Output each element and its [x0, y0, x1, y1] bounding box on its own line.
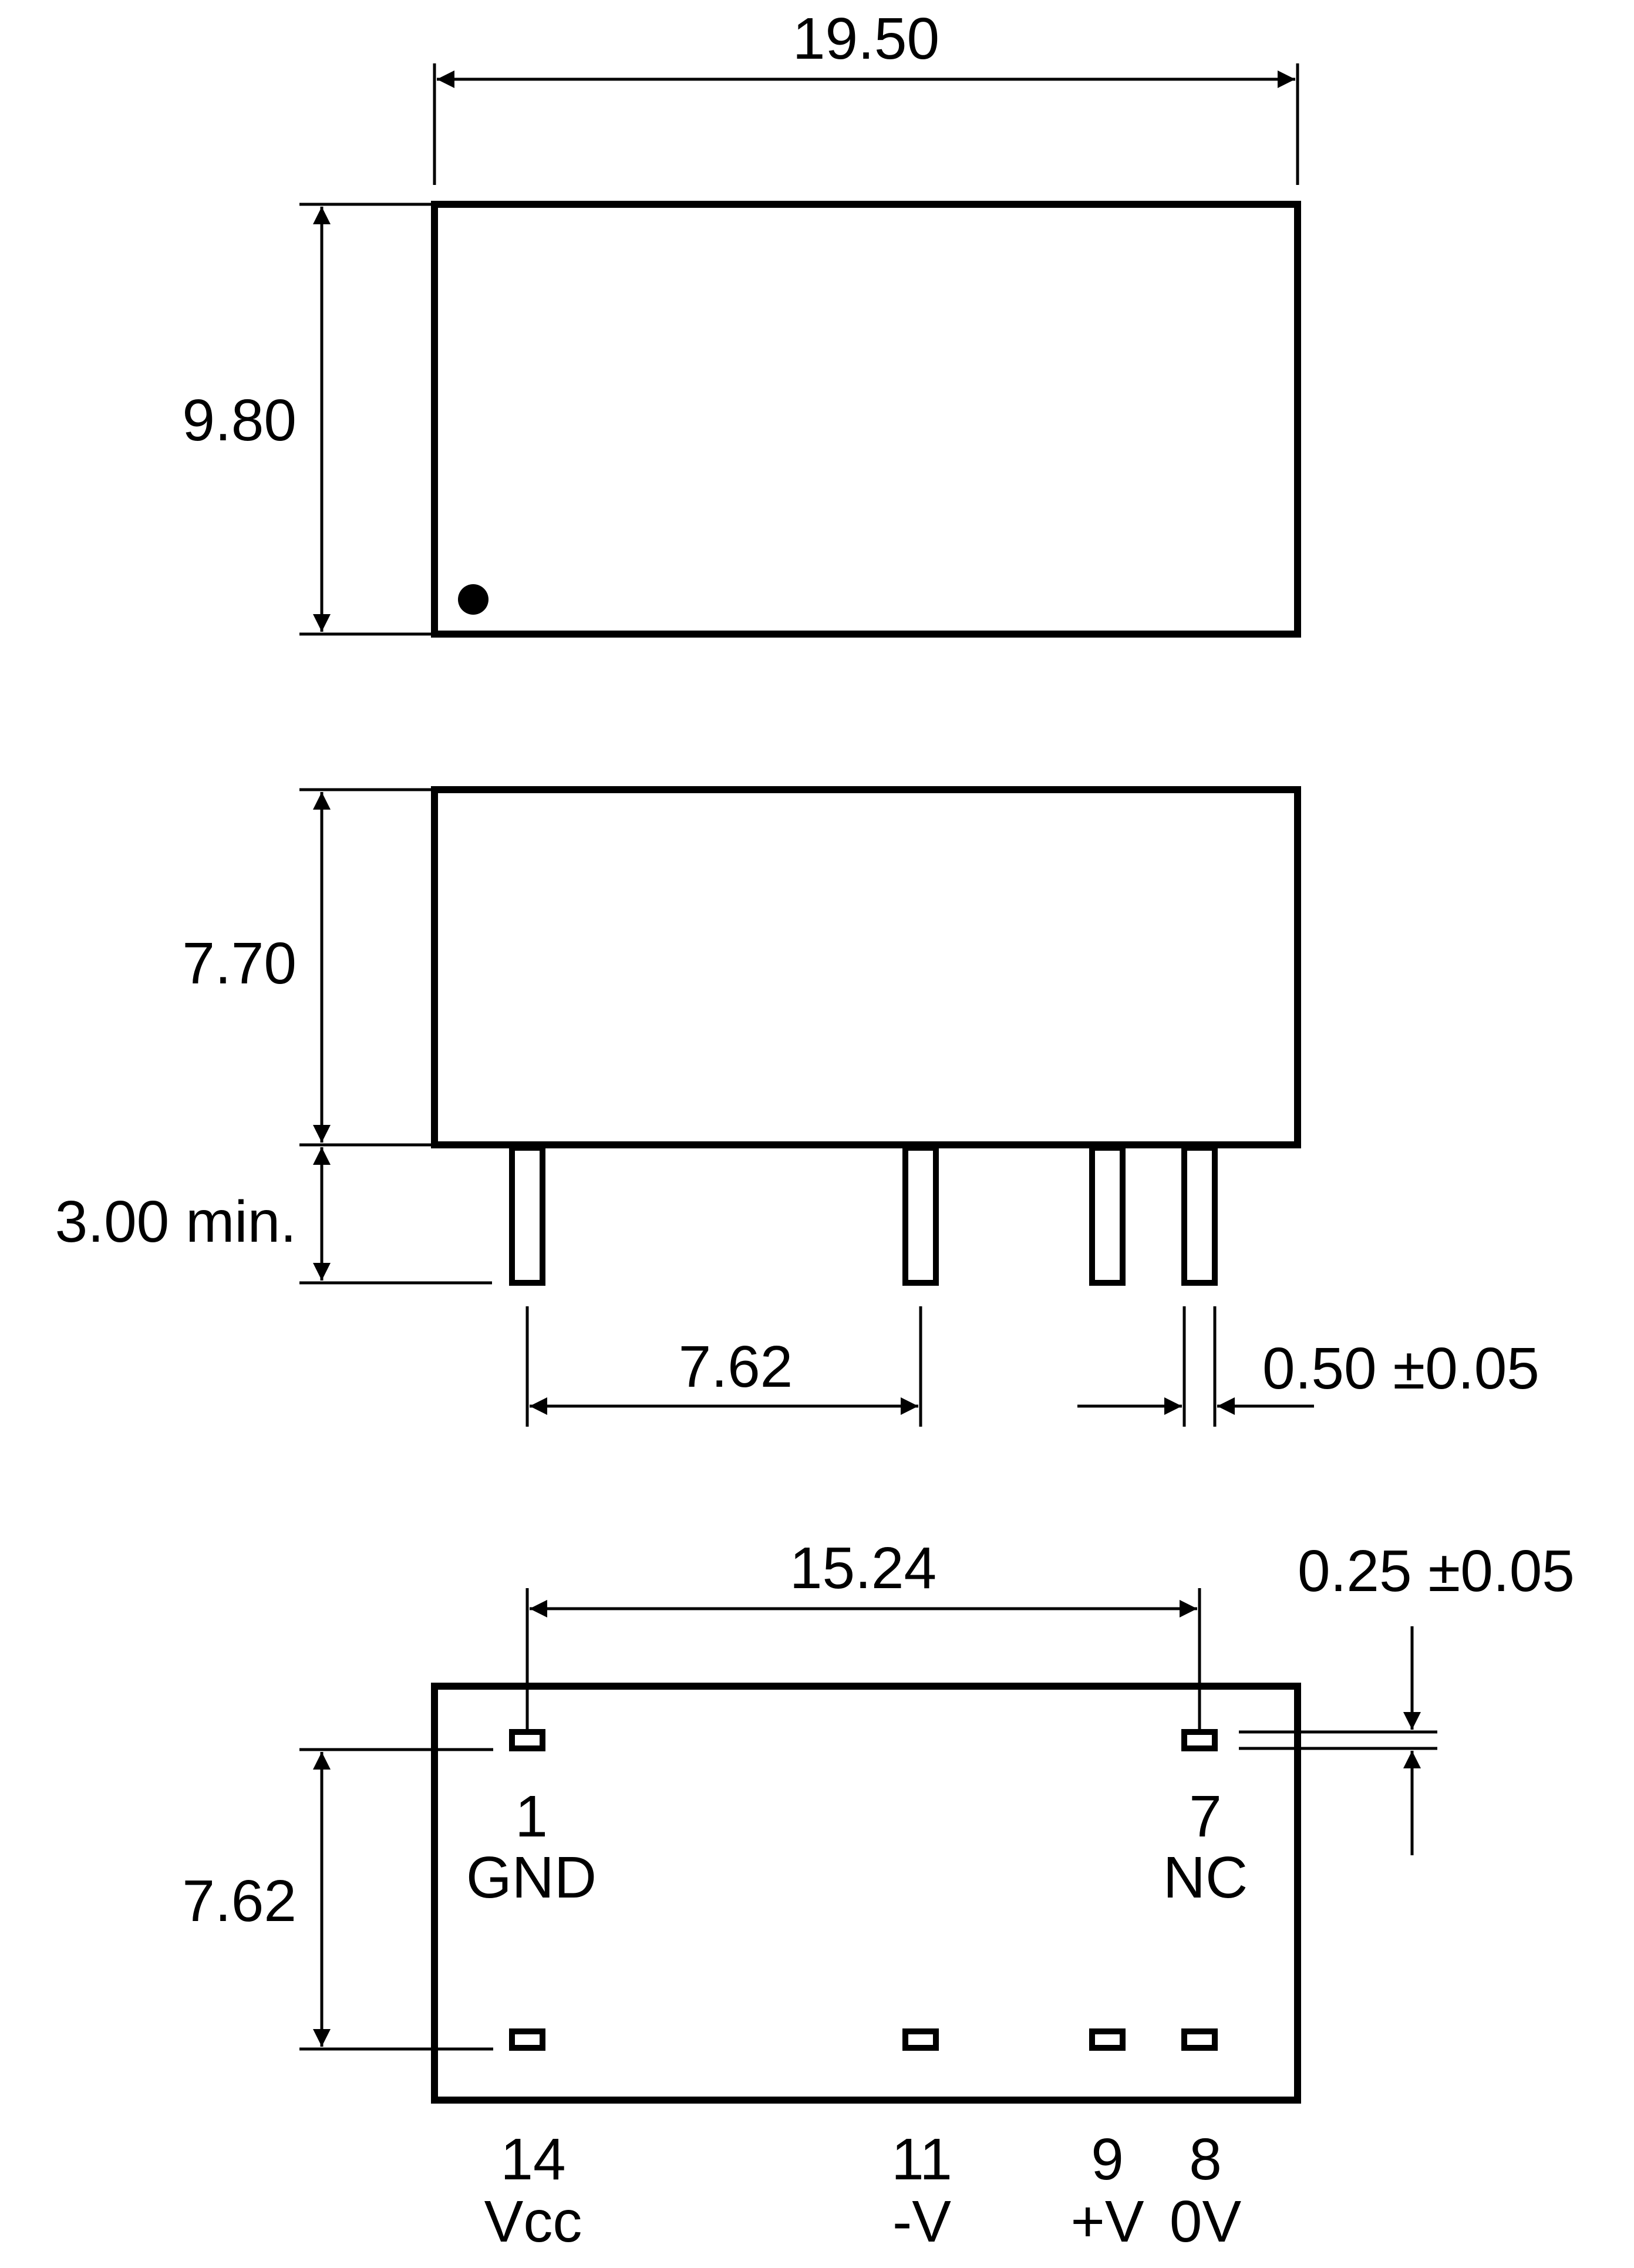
pad-9	[1089, 2028, 1126, 2051]
pad-1	[509, 1729, 545, 1751]
pad-14	[509, 2028, 545, 2051]
side-view-body	[431, 786, 1301, 1148]
pin-width-label: 0.50 ±0.05	[1262, 1336, 1539, 1401]
top-view-body	[431, 201, 1301, 638]
pad-11	[902, 2028, 939, 2051]
pad-8	[1181, 2028, 1218, 2051]
pin-7-number: 7	[1189, 1784, 1222, 1849]
pitch-label: 7.62	[679, 1334, 793, 1400]
bottom-view-body	[431, 1683, 1301, 2104]
pad-7	[1181, 1729, 1218, 1751]
pin-1-number: 1	[515, 1784, 548, 1849]
pin-1-name: GND	[466, 1845, 597, 1910]
pin-8-name: 0V	[1170, 2189, 1242, 2254]
top-height-label: 9.80	[182, 387, 297, 453]
pin-9-number: 9	[1091, 2127, 1124, 2192]
side-pin-8	[1181, 1145, 1218, 1286]
side-pin-11	[902, 1145, 939, 1286]
bottom-view: 15.24 7.62 0.25 ±0.05 1 GND 7 NC 14 Vcc …	[182, 1535, 1575, 2254]
span-label: 15.24	[790, 1535, 936, 1601]
pad-thickness-label: 0.25 ±0.05	[1298, 1538, 1575, 1604]
pin1-marker-dot	[458, 584, 488, 615]
row-spacing-label: 7.62	[182, 1868, 297, 1934]
top-width-label: 19.50	[793, 6, 939, 72]
side-pin-1	[509, 1145, 545, 1286]
top-view: 19.50 9.80	[182, 6, 1301, 638]
side-view: 7.70 3.00 min. 7.62 0.50 ±0.05	[55, 786, 1539, 1427]
pin-14-number: 14	[500, 2127, 565, 2192]
pin-length-label: 3.00 min.	[55, 1189, 297, 1255]
pin-9-name: +V	[1070, 2189, 1144, 2254]
side-height-label: 7.70	[182, 931, 297, 996]
pin-11-number: 11	[891, 2127, 952, 2192]
pin-7-name: NC	[1163, 1845, 1248, 1910]
side-pin-9	[1089, 1145, 1126, 1286]
pin-11-name: -V	[892, 2189, 951, 2254]
pin-8-number: 8	[1189, 2127, 1222, 2192]
pin-14-name: Vcc	[484, 2189, 582, 2254]
